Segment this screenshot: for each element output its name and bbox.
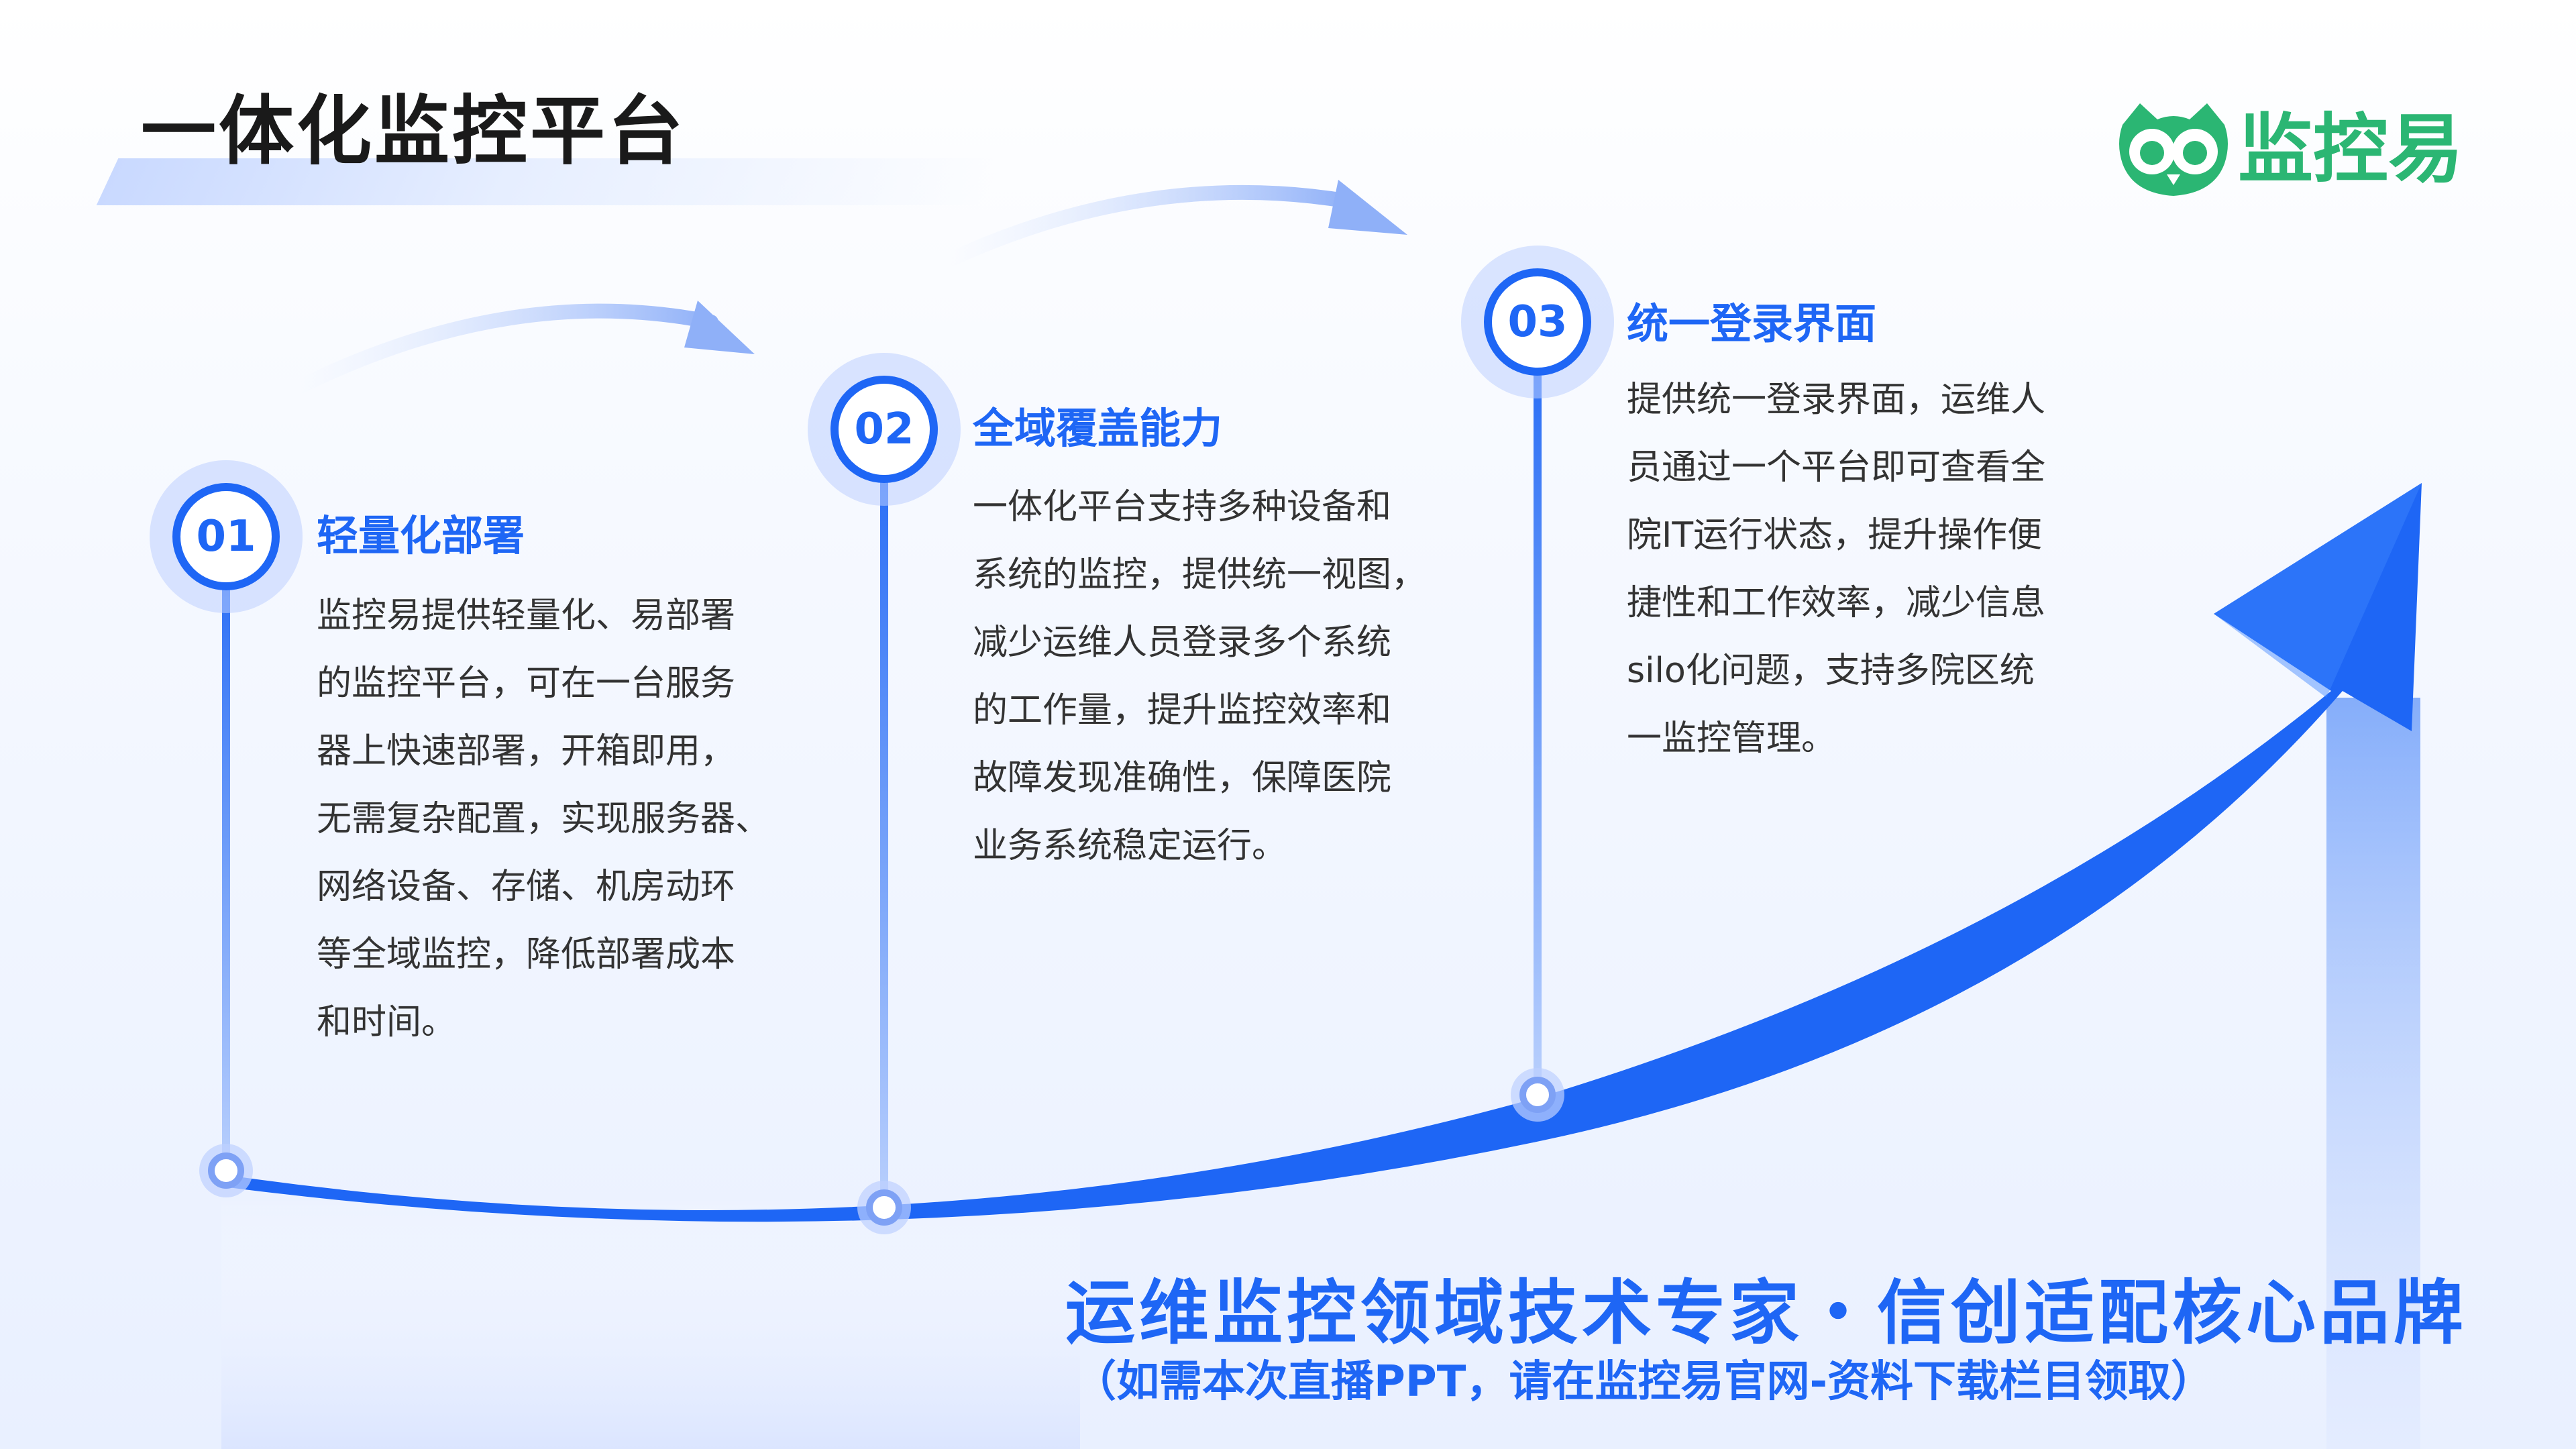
stage-3-node <box>1511 1068 1564 1122</box>
stage-1-node <box>199 1144 253 1197</box>
stage-1-description: 监控易提供轻量化、易部署 的监控平台，可在一台服务 器上快速部署，开箱即用， 无… <box>317 596 771 1042</box>
stage-3-number-badge: 03 <box>1484 268 1591 376</box>
stage-1-title: 轻量化部署 <box>317 511 525 560</box>
stage-3-description: 提供统一登录界面，运维人 员通过一个平台即可查看全 院IT运行状态，提升操作便 … <box>1627 380 2046 759</box>
decorative-arrow-2 <box>938 180 1407 269</box>
background-pillar-left <box>221 1194 1080 1449</box>
stage-2-description: 一体化平台支持多种设备和 系统的监控，提供统一视图， 减少运维人员登录多个系统 … <box>973 487 1427 866</box>
stage-3-title: 统一登录界面 <box>1627 299 1877 348</box>
owl-icon <box>2119 103 2228 196</box>
stage-2-number-badge: 02 <box>830 376 938 483</box>
stage-1-stem <box>222 523 230 1171</box>
logo-text: 监控易 <box>2238 106 2463 193</box>
decorative-arrow-1 <box>288 301 755 396</box>
growth-arrow <box>228 483 2422 1222</box>
page-title: 一体化监控平台 <box>141 88 686 175</box>
brand-slogan: 运维监控领域技术专家・信创适配核心品牌 <box>1065 1272 2468 1354</box>
brand-logo: 监控易 <box>2113 99 2463 200</box>
stage-2-title: 全域覆盖能力 <box>973 404 1223 453</box>
arrow-pillar <box>2326 698 2420 1449</box>
stage-3-stem <box>1534 309 1542 1093</box>
stage-2-node <box>857 1181 911 1234</box>
stage-1-number-badge: 01 <box>172 483 280 590</box>
stage-2-stem <box>880 416 888 1208</box>
download-note: （如需本次直播PPT，请在监控易官网-资料下载栏目领取） <box>1073 1357 2214 1407</box>
